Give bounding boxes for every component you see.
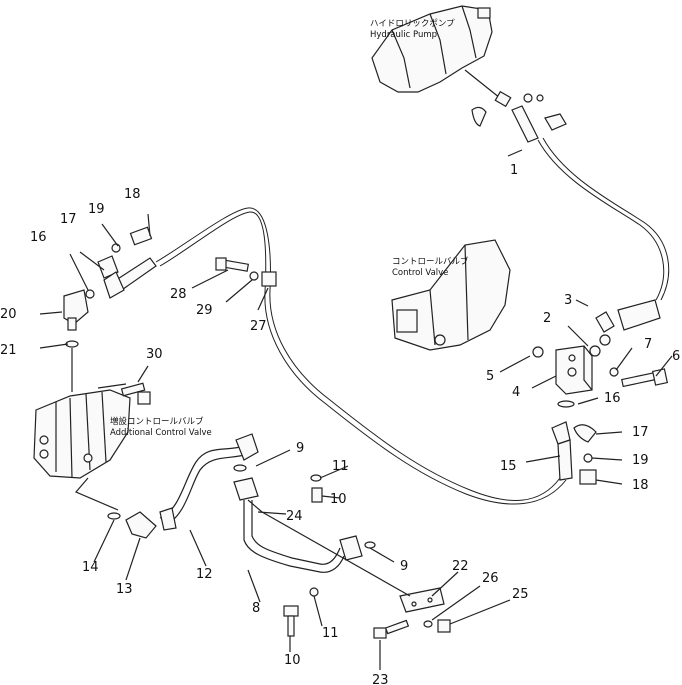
o-ring-9-lower xyxy=(364,541,376,549)
callout-23: 23 xyxy=(372,673,389,685)
pump-label-en: Hydraulic Pump xyxy=(370,30,437,40)
hose-upper-left-loop xyxy=(155,207,561,501)
callout-12: 12 xyxy=(196,567,213,582)
o-ring-5 xyxy=(532,346,544,358)
washer-29 xyxy=(249,271,259,281)
callout-20: 20 xyxy=(0,307,17,322)
callout-18-left: 18 xyxy=(124,187,141,202)
callout-4: 4 xyxy=(512,385,520,400)
callout-10-lower: 10 xyxy=(284,653,301,668)
additional-valve-label-jp: 増設コントロールバルブ xyxy=(110,416,204,427)
callout-10-upper: 10 xyxy=(330,492,347,507)
elbow-13 xyxy=(125,511,157,539)
callout-3: 3 xyxy=(564,293,572,308)
callout-9-lower: 9 xyxy=(400,559,408,574)
callout-9-upper: 9 xyxy=(296,441,304,456)
callout-11-upper: 11 xyxy=(332,459,349,474)
callout-2: 2 xyxy=(543,311,551,326)
washer-11-lower xyxy=(309,587,319,597)
callout-18-right: 18 xyxy=(632,478,649,493)
control-valve-label-jp: コントロールバルブ xyxy=(392,256,469,267)
callout-16-right: 16 xyxy=(604,391,621,406)
o-ring-14 xyxy=(107,512,121,520)
bolt-6 xyxy=(621,368,669,388)
callout-19-left: 19 xyxy=(88,202,105,217)
o-ring-16-right xyxy=(557,400,575,408)
callout-17-left: 17 xyxy=(60,212,77,227)
hose-15-fittings xyxy=(551,421,597,485)
callout-14: 14 xyxy=(82,560,99,575)
o-ring-9-upper xyxy=(233,464,247,472)
bolt-23 xyxy=(373,619,410,639)
washer-11-upper xyxy=(310,474,322,482)
hose-pump-to-valve-outer xyxy=(542,137,670,301)
valve-outlet-fitting xyxy=(595,299,661,346)
upper-left-hose-assembly xyxy=(85,226,157,299)
o-ring-2 xyxy=(589,345,601,357)
callout-17-right: 17 xyxy=(632,425,649,440)
bolt-30 xyxy=(120,382,151,405)
elbow-fitting-20 xyxy=(63,289,89,331)
callout-21: 21 xyxy=(0,343,17,358)
callout-19-right: 19 xyxy=(632,453,649,468)
callout-numbers: 1 2 3 4 5 6 7 8 9 9 10 10 11 11 12 13 14… xyxy=(0,163,680,685)
washer-26 xyxy=(423,620,433,628)
callout-25: 25 xyxy=(512,587,529,602)
callout-15: 15 xyxy=(500,459,517,474)
callout-1: 1 xyxy=(510,163,518,178)
callout-16-left: 16 xyxy=(30,230,47,245)
callout-27: 27 xyxy=(250,319,267,334)
callout-30: 30 xyxy=(146,347,163,362)
pump-outlet-fitting xyxy=(464,69,567,143)
callout-13: 13 xyxy=(116,582,133,597)
bolt-10-lower xyxy=(283,605,299,637)
additional-control-valve xyxy=(33,389,131,479)
nut-25 xyxy=(437,619,451,633)
callout-22: 22 xyxy=(452,559,469,574)
callout-24: 24 xyxy=(286,509,303,524)
callout-26: 26 xyxy=(482,571,499,586)
hydraulic-pump xyxy=(371,5,493,93)
adapter-block xyxy=(555,345,593,395)
pump-label-jp: ハイドロリックポンプ xyxy=(370,19,455,29)
callout-29: 29 xyxy=(196,303,213,318)
callout-28: 28 xyxy=(170,287,187,302)
hose-pump-to-valve xyxy=(537,139,665,301)
pipe-12 xyxy=(159,433,259,531)
pipe-8 xyxy=(233,477,363,573)
callout-11-lower: 11 xyxy=(322,626,339,641)
control-valve-label-en: Control Valve xyxy=(392,268,448,278)
control-valve xyxy=(391,239,511,351)
callout-6: 6 xyxy=(672,349,680,364)
leader-lines xyxy=(39,149,673,670)
callout-5: 5 xyxy=(486,369,494,384)
bracket-22 xyxy=(399,587,445,613)
callout-8: 8 xyxy=(252,601,260,616)
additional-valve-label-en: Additional Control Valve xyxy=(110,428,212,438)
callout-7: 7 xyxy=(644,337,652,352)
bolt-10-upper xyxy=(311,487,323,503)
bolt-28 xyxy=(215,257,250,272)
clamp-27 xyxy=(261,271,277,287)
